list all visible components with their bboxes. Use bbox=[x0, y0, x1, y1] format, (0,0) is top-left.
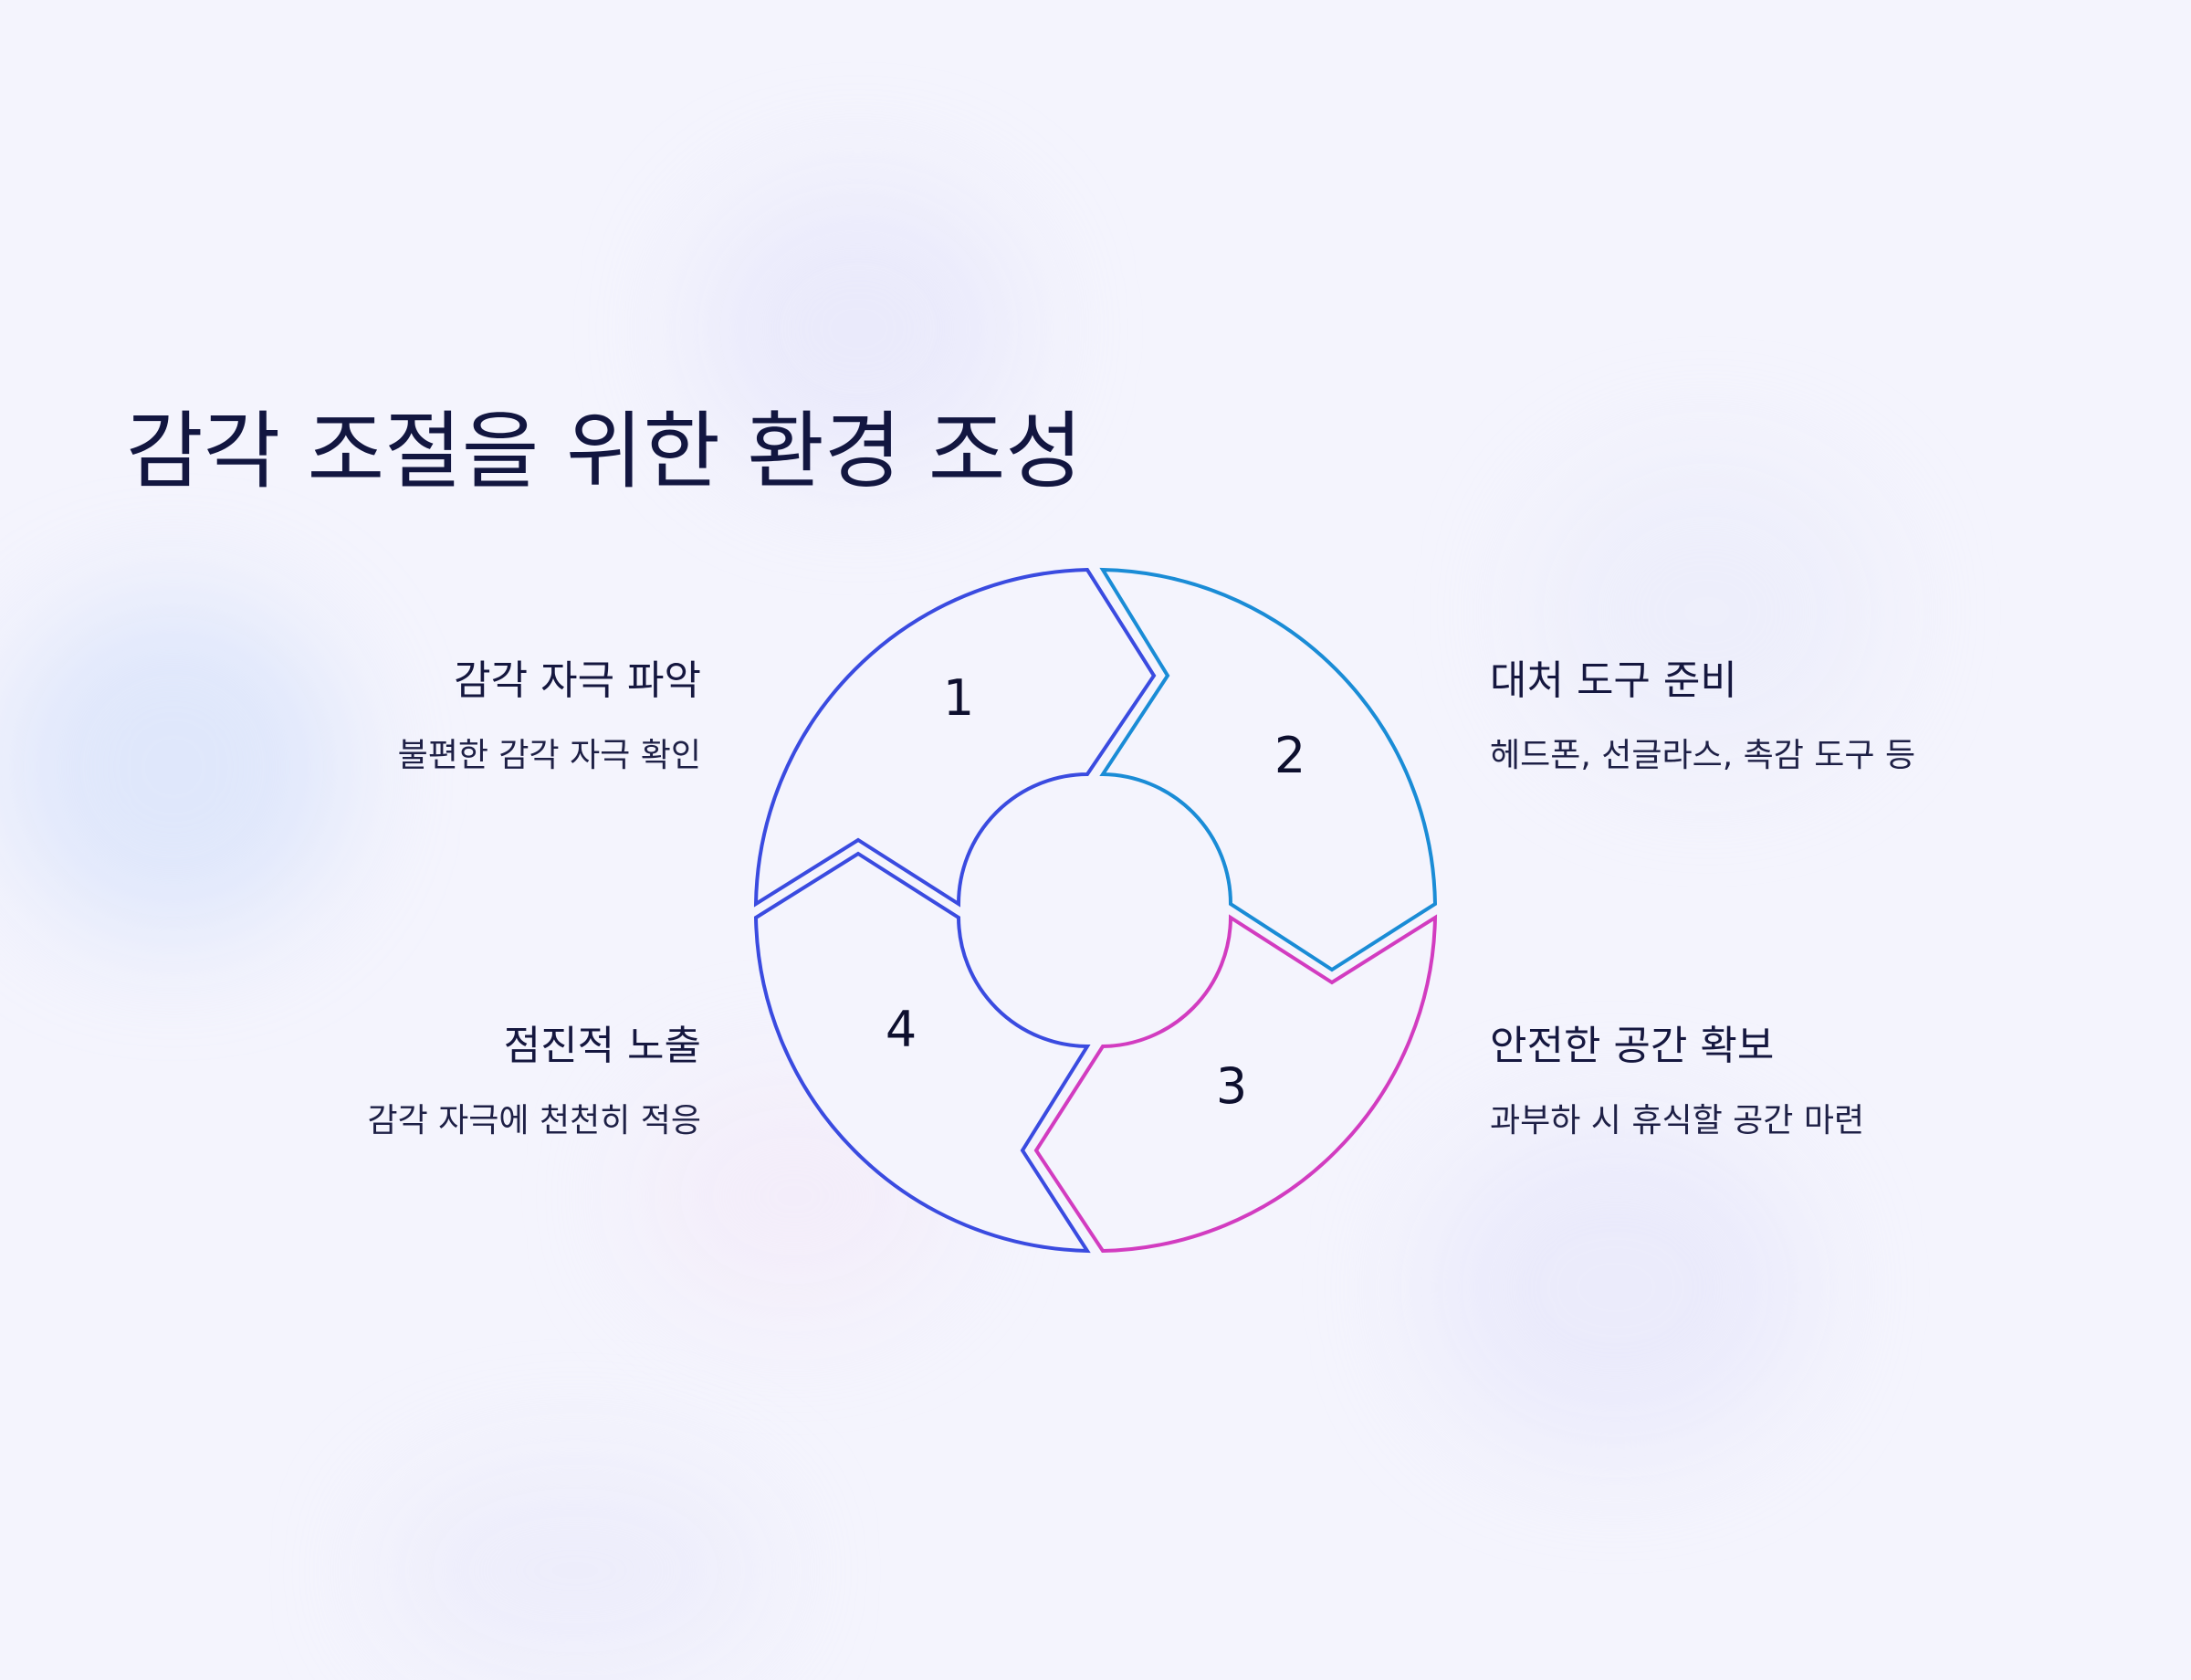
cycle-segment-3 bbox=[1033, 914, 1438, 1254]
step-2-number: 2 bbox=[1274, 727, 1305, 784]
cycle-diagram: 1 2 3 4 bbox=[753, 567, 1438, 1254]
step-3-title: 안전한 공간 확보 bbox=[1490, 1023, 1775, 1069]
step-4-number: 4 bbox=[886, 1001, 917, 1058]
step-1-title: 감각 자극 파악 bbox=[454, 657, 701, 704]
cycle-segment-1 bbox=[753, 567, 1157, 908]
page-title: 감각 조절을 위한 환경 조성 bbox=[126, 403, 1084, 500]
step-1-description: 불편한 감각 자극 확인 bbox=[397, 737, 701, 774]
cycle-segment-4 bbox=[753, 851, 1091, 1254]
step-2-description: 헤드폰, 선글라스, 촉감 도구 등 bbox=[1490, 737, 1916, 774]
step-3-text: 안전한 공간 확보 과부하 시 휴식할 공간 마련 bbox=[1490, 1021, 2074, 1143]
step-4-text: 점진적 노출 감각 자극에 천천히 적응 bbox=[117, 1021, 701, 1143]
step-2-text: 대처 도구 준비 헤드폰, 선글라스, 촉감 도구 등 bbox=[1490, 656, 2074, 778]
step-4-title: 점진적 노출 bbox=[503, 1023, 701, 1069]
step-1-number: 1 bbox=[943, 669, 974, 727]
cycle-segment-2 bbox=[1099, 567, 1438, 972]
step-1-text: 감각 자극 파악 불편한 감각 자극 확인 bbox=[117, 656, 701, 778]
step-3-description: 과부하 시 휴식할 공간 마련 bbox=[1490, 1102, 1865, 1139]
step-3-number: 3 bbox=[1216, 1057, 1247, 1115]
step-2-title: 대처 도구 준비 bbox=[1490, 657, 1737, 704]
step-4-description: 감각 자극에 천천히 적응 bbox=[367, 1102, 701, 1139]
